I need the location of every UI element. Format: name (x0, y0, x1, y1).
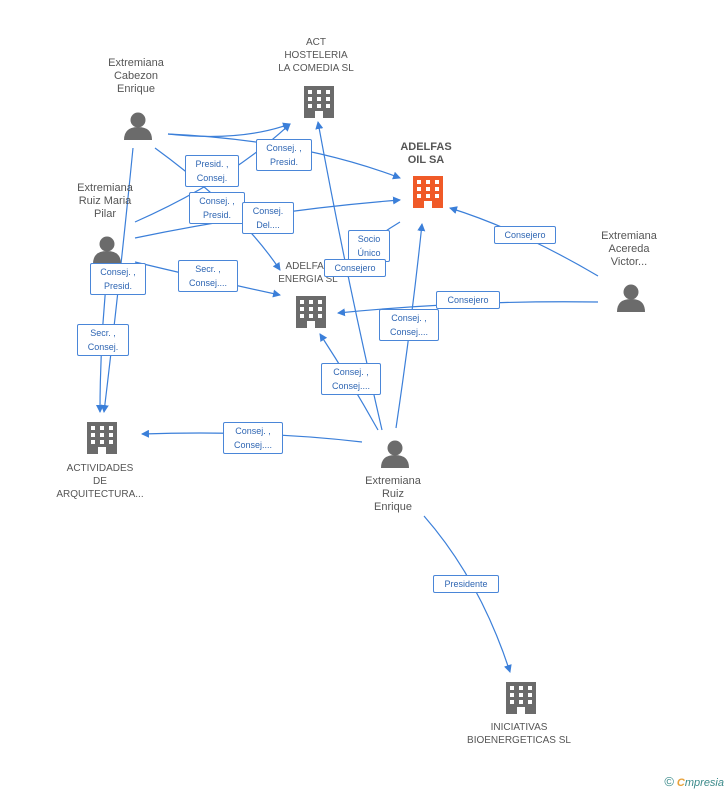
node-label-cabezon[interactable]: Extremiana Cabezon Enrique (71, 57, 201, 96)
node-label-actividades[interactable]: ACTIVIDADES DE ARQUITECTURA... (35, 462, 165, 501)
edge-label-line: Consejero (504, 230, 546, 240)
edge-label-line: Consejero (334, 263, 376, 273)
label-line: Enrique (374, 501, 412, 513)
label-line: ENERGIA SL (278, 274, 338, 285)
focus-building-icon[interactable] (413, 176, 443, 208)
building-icon[interactable] (87, 422, 117, 454)
person-icon[interactable] (617, 284, 645, 313)
node-label-iniciativas[interactable]: INICIATIVAS BIOENERGETICAS SL (454, 721, 584, 747)
edge-label-line: Consej.... (331, 381, 371, 391)
node-label-victor[interactable]: Extremiana Acereda Victor... (564, 230, 694, 269)
edge-label-victor-energia[interactable]: Consejero (436, 291, 500, 309)
edge-label-line: Consej. (87, 342, 119, 352)
label-line: Extremiana (365, 475, 421, 487)
label-line: BIOENERGETICAS SL (467, 735, 571, 746)
label-line: LA COMEDIA SL (278, 63, 354, 74)
edge-label-line: Presid. (202, 210, 231, 220)
edge-label-line: Presid. (269, 157, 298, 167)
brand-initial: C (676, 777, 685, 789)
node-label-adelfas-oil[interactable]: ADELFAS OIL SA (361, 141, 491, 167)
edge-label-energia-adelfas-oil[interactable]: Socio Único (348, 230, 390, 262)
label-line: Extremiana (601, 230, 657, 242)
edge-label-cabezon-act[interactable]: Consej. , Presid. (256, 139, 312, 171)
edge-label-line: Secr. , (195, 264, 221, 274)
label-line: Cabezon (113, 70, 159, 82)
edge-label-line: Presid. (103, 281, 132, 291)
edge-label-line: Socio (357, 234, 381, 244)
node-label-enrique[interactable]: Extremiana Ruiz Enrique (328, 475, 458, 514)
edge-label-line: Consej.... (233, 440, 273, 450)
edge-label-victor-adelfas-oil[interactable]: Consejero (494, 226, 556, 244)
edge-label-line: Consej. (196, 173, 228, 183)
brand-name: mpresia (684, 777, 724, 789)
edge-label-enrique-iniciativas[interactable]: Presidente (433, 575, 499, 593)
building-icon[interactable] (304, 86, 334, 118)
edge-label-enrique-energia[interactable]: Consej. , Consej.... (321, 363, 381, 395)
edge-label-line: Consej. , (199, 196, 235, 206)
edge-label-pilar-act[interactable]: Consej. , Presid. (189, 192, 245, 224)
label-line: ADELFAS (400, 141, 452, 153)
label-line: Enrique (117, 83, 155, 95)
building-icon[interactable] (506, 682, 536, 714)
label-line: ADELFAS (285, 261, 331, 272)
edge-label-cabezon-actividades[interactable]: Secr. , Consej. (77, 324, 129, 356)
node-label-adelfas-energia[interactable]: ADELFAS ENERGIA SL (243, 260, 373, 286)
edge-label-enrique-adelfas-oil[interactable]: Consej. , Consej.... (379, 309, 439, 341)
footer-brand[interactable]: ©Cmpresia (664, 774, 724, 789)
edge-label-cabezon-energia[interactable]: Presid. , Consej. (185, 155, 239, 187)
copyright-icon: © (664, 774, 674, 789)
edge-label-line: Presidente (444, 579, 488, 589)
edge-enrique-iniciativas (423, 515, 512, 673)
label-line: Acereda (608, 243, 650, 255)
edge-label-line: Del.... (256, 220, 280, 230)
edge-label-line: Consej.... (188, 278, 228, 288)
brand-logo: Cmpresia (677, 777, 724, 789)
edge-label-line: Consej. , (100, 267, 136, 277)
edge-label-line: Consej. , (391, 313, 427, 323)
label-line: INICIATIVAS (490, 722, 548, 733)
edge-label-pilar-energia[interactable]: Secr. , Consej.... (178, 260, 238, 292)
edge-label-line: Consej. , (235, 426, 271, 436)
label-line: Ruiz (381, 488, 404, 500)
person-icon[interactable] (381, 440, 409, 469)
node-label-act[interactable]: ACT HOSTELERIA LA COMEDIA SL (251, 36, 381, 75)
edge-label-line: Consejero (447, 295, 489, 305)
label-line: Pilar (93, 208, 116, 220)
edge-label-line: Consej. , (333, 367, 369, 377)
label-line: ACT (306, 37, 326, 48)
label-line: Ruiz Maria (78, 195, 132, 207)
edge-label-line: Consej. , (266, 143, 302, 153)
label-line: HOSTELERIA (284, 50, 348, 61)
node-label-pilar[interactable]: Extremiana Ruiz Maria Pilar (40, 182, 170, 221)
edge-label-line: Secr. , (90, 328, 116, 338)
label-line: DE (93, 476, 107, 487)
building-icon[interactable] (296, 296, 326, 328)
label-line: ACTIVIDADES (66, 463, 134, 474)
edge-label-line: Consej.... (389, 327, 429, 337)
label-line: ARQUITECTURA... (56, 489, 144, 500)
edge-label-line: Presid. , (195, 159, 229, 169)
label-line: Extremiana (77, 182, 133, 194)
person-icon[interactable] (124, 112, 152, 141)
edge-label-line: Único (357, 248, 381, 258)
person-icon[interactable] (93, 236, 121, 265)
edge-label-enrique-act[interactable]: Consejero (324, 259, 386, 277)
edge-label-line: Consej. (252, 206, 284, 216)
label-line: Extremiana (108, 57, 164, 69)
edge-label-enrique-actividades[interactable]: Consej. , Consej.... (223, 422, 283, 454)
edge-label-pilar-adelfas-oil[interactable]: Consej. Del.... (242, 202, 294, 234)
edge-label-pilar-actividades[interactable]: Consej. , Presid. (90, 263, 146, 295)
label-line: OIL SA (407, 154, 445, 166)
label-line: Victor... (610, 256, 648, 268)
